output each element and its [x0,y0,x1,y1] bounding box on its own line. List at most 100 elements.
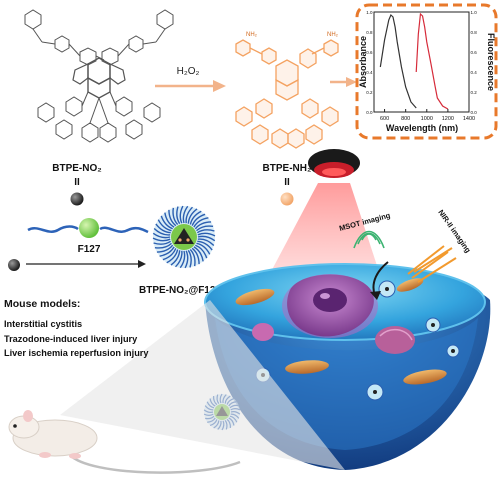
y-tick-label-left: 0.2 [366,90,373,95]
polymer-strand [164,212,175,228]
x-tick-label: 1000 [421,116,433,122]
polymer-strand [154,242,172,249]
y-tick-label-left: 0.8 [366,30,373,35]
spectrum-axes [373,11,470,113]
organelle-icon [252,323,415,354]
mitochondrion-icon [235,278,447,385]
polymer-strand [159,246,175,257]
polymer-strand [191,213,206,226]
spectrum-arrow-icon [330,77,357,87]
polymer-strand [179,205,184,224]
polymer-strand [191,247,200,265]
mouse-model-item: Liver ischemia reperfusion injury [4,348,149,358]
x-tick-label: 1200 [442,116,454,122]
spectrum-ylabel-left: Absorbance [358,36,368,88]
polymer-strand [197,240,213,251]
polymer-strand [175,250,183,268]
product-state: II [284,177,290,188]
polymer-strand [182,205,189,224]
polymer-strand [153,228,171,236]
y-tick-label-right: 1.0 [471,10,478,15]
mouse-model-item: Trazodone-induced liver injury [4,333,138,344]
nanoparticle-large-icon [152,205,216,269]
reactant-state: II [74,177,80,188]
nanoparticle-label: BTPE-NO₂@F127 [139,285,221,296]
y-tick-label-left: 0.6 [366,50,373,55]
absorbance-series [379,13,417,109]
polymer-strand [168,209,177,227]
nucleus-icon [282,274,378,338]
zoom-wedge [60,300,345,470]
x-tick-label: 600 [380,116,389,122]
f127-chain-right [99,226,149,234]
formulation-arrow-icon [26,260,146,268]
polymer-strand [187,208,198,224]
msot-signal-icon [353,230,385,249]
polymer-strand [156,244,174,253]
mouse-models-panel: Mouse models: Interstitial cystitis Traz… [4,298,194,361]
product-label: BTPE-NH₂ [263,163,312,174]
product-nh2-left: NH₂ [246,32,258,38]
reagent-label: H₂O₂ [177,66,200,77]
polymer-strand [197,232,216,237]
polymer-strand [193,246,204,262]
polymer-strand [170,250,181,266]
polymer-strand [193,217,209,228]
y-tick-label-right: 0.8 [471,30,478,35]
y-tick-label-right: 0.6 [471,50,478,55]
polymer-strand [160,215,173,230]
y-tick-label-left: 1.0 [366,10,373,15]
laser-icon [308,149,360,178]
polymer-strand [196,229,215,234]
polymer-strand [152,232,171,239]
f127-core-icon [79,218,99,238]
polymer-strand [196,242,211,255]
dye-sphere-icon [8,259,20,271]
spectrum-box [355,3,498,140]
polymer-strand [157,219,172,232]
spectrum-xlabel: Wavelength (nm) [386,123,458,133]
polymer-strand [195,244,208,259]
polymer-strand [187,249,192,268]
x-tick-label: 1400 [463,116,475,122]
polymer-strand [179,250,186,269]
spectrum-ylabel-right: Fluorescence [486,33,496,91]
mouse-model-item: Interstitial cystitis [4,319,83,329]
product-sphere-icon [280,192,294,206]
polymer-strand [194,221,212,230]
mouse-models-title: Mouse models: [4,298,81,310]
polymer-strand [166,249,179,264]
product-nh2-right: NH₂ [327,32,339,38]
product-structure [235,39,339,149]
polymer-strand [155,223,171,234]
y-tick-label-left: 0.4 [366,70,373,75]
polymer-strand [197,238,215,246]
polymer-strand [189,210,202,225]
y-tick-label-right: 0.0 [471,110,478,115]
polymer-strand [172,207,179,225]
y-tick-label-right: 0.4 [471,70,478,75]
polymer-strand [197,235,216,242]
polymer-strand [189,249,196,267]
f127-label: F127 [78,244,101,255]
polymer-strand [185,206,193,224]
polymer-strand [196,225,214,232]
polymer-strand [162,248,177,261]
y-tick-label-right: 0.2 [471,90,478,95]
reactant-sphere-icon [70,192,84,206]
fluorescence-series [415,12,449,110]
reactant-structure [24,9,174,143]
mouse-icon [8,410,241,474]
polymer-strand [184,250,189,269]
y-tick-label-left: 0.0 [366,110,373,115]
polymer-strand [153,240,172,245]
f127-chain-left [27,225,79,233]
reactant-label: BTPE-NO₂ [52,163,101,174]
polymer-strand [152,237,171,242]
polymer-strand [176,206,181,225]
reaction-arrow-icon [155,80,226,92]
nir-emission-icon [407,245,457,283]
